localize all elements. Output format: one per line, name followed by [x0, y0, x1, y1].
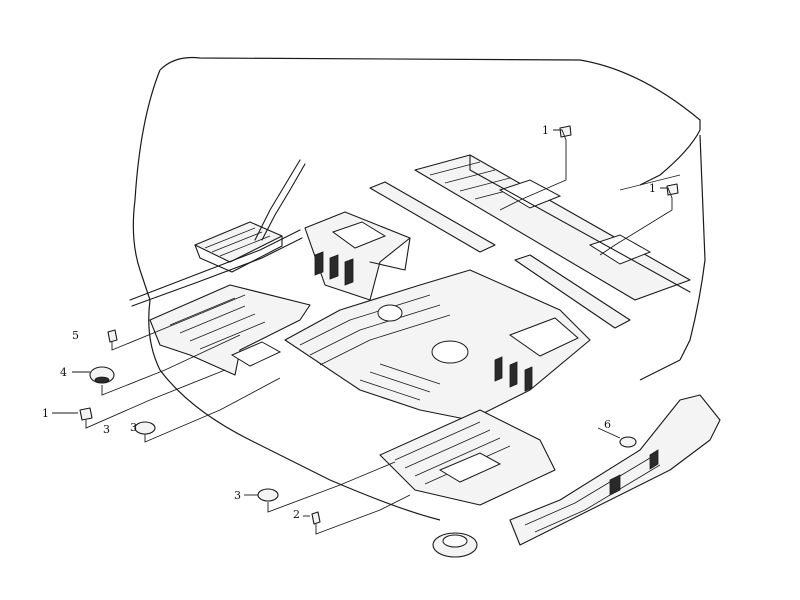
front-floor-pan [379, 409, 556, 506]
callout-label-1-right: 1 [649, 182, 656, 195]
clip-part-1-upper [559, 125, 572, 138]
callout-label-3-left: 3 [103, 423, 110, 436]
bolt-part-2 [311, 511, 321, 525]
plug-part-6 [619, 436, 637, 448]
callout-label-6: 6 [604, 418, 611, 431]
rear-crossmember [304, 211, 411, 301]
middle-side-rail [369, 181, 631, 329]
right-front-frame-rail [509, 394, 721, 546]
vehicle-body-outline [132, 56, 706, 521]
callout-label-1-left: 1 [42, 407, 49, 420]
front-grommet [432, 532, 478, 558]
grommet-part-3-bottom [257, 488, 279, 502]
callout-label-3-bottom: 3 [234, 489, 241, 502]
center-floor-tunnel [284, 269, 591, 421]
left-middle-floor [149, 284, 311, 376]
leader-lines [52, 129, 673, 535]
callout-label-4: 4 [60, 366, 67, 379]
screw-part-5 [107, 329, 118, 343]
callout-label-1-upper: 1 [542, 124, 549, 137]
left-rear-pipe [129, 159, 306, 307]
clip-part-1-left [79, 407, 93, 421]
left-rear-floor-panel [194, 221, 283, 273]
plug-part-4 [89, 366, 115, 384]
callout-label-3-mid: 3 [130, 421, 137, 434]
callout-label-2: 2 [293, 508, 300, 521]
grommet-part-3-left [134, 421, 156, 435]
right-rear-floor-sill [414, 154, 691, 301]
callout-label-5: 5 [72, 329, 79, 342]
